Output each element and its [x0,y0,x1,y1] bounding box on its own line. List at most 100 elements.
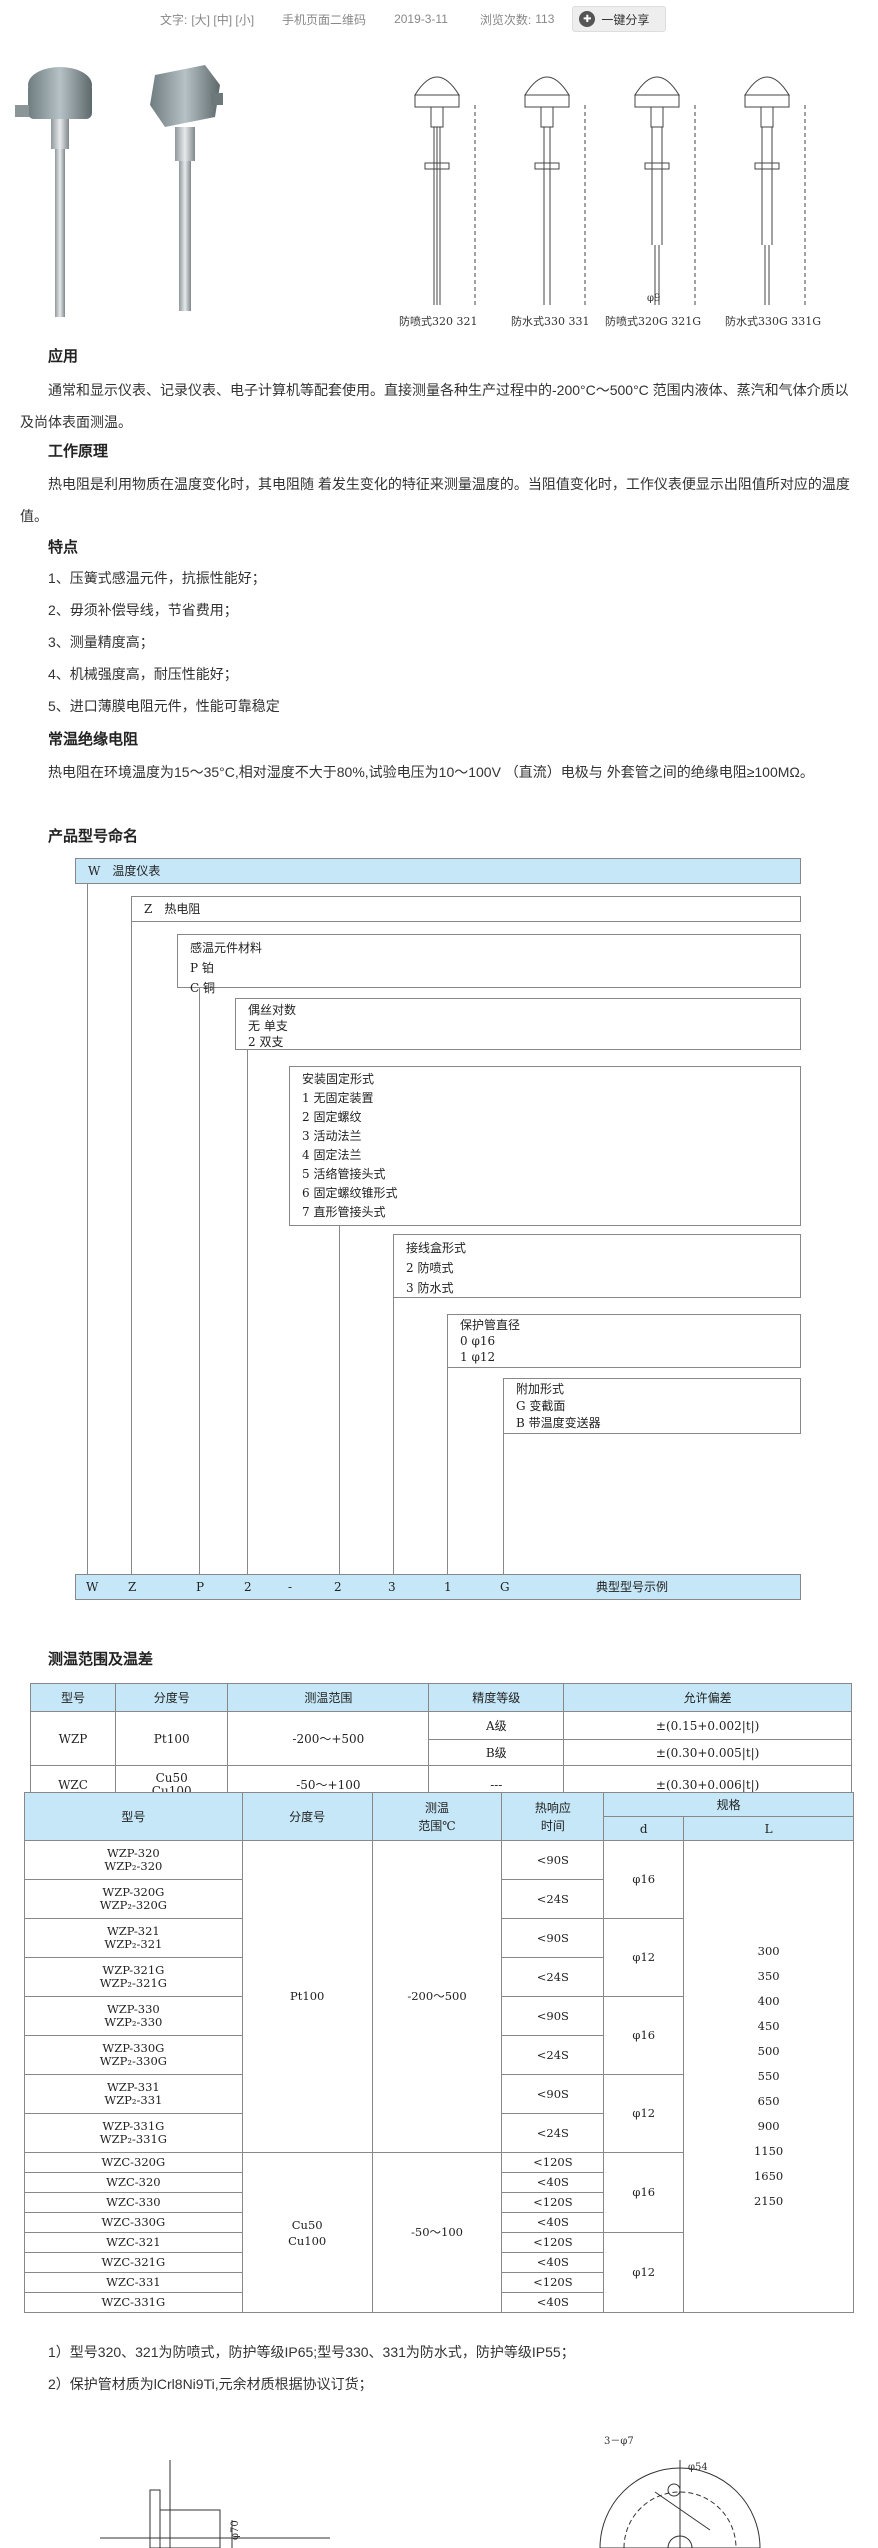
table-cell: <90S [501,1840,605,1880]
note-item: 1）型号320、321为防喷式，防护等级IP65;型号330、331为防水式，防… [48,2344,575,2360]
feature-item: 2、毋须补偿导线，节省费用； [48,602,238,618]
spec-table: 型号 分度号 测温 范围℃ 热响应 时间 规格 d L WZP-320 WZP₂… [24,1792,854,2313]
flange-dim-left: φ70 [230,2520,241,2540]
table-cell: <120S [501,2232,605,2253]
table-cell: φ16 [603,1996,685,2075]
table-cell: φ16 [603,1840,685,1919]
table-cell: WZP-321 WZP₂-321 [24,1918,243,1958]
table-cell: A级 [428,1711,565,1740]
table-cell: <90S [501,2074,605,2114]
table-cell: WZP-330G WZP₂-330G [24,2035,243,2075]
table-cell: WZC-330 [24,2192,243,2213]
flange-holes-label: 3－φ7 [604,2436,634,2447]
col-header: 允许偏差 [563,1683,852,1712]
views-label: 浏览次数: [479,12,532,27]
photo-splash-proof [15,67,92,317]
share-button[interactable]: ✚ 一键分享 [572,6,667,32]
caption-4: 防水式330G 331G [725,314,821,328]
publish-date: 2019-3-11 [394,12,448,26]
table-cell: WZC-331G [24,2292,243,2313]
table-cell: <120S [501,2272,605,2293]
table-cell: WZP [30,1711,116,1766]
caption-2: 防水式330 331 [511,314,590,328]
application-title: 应用 [48,348,79,365]
features-list: 1、压簧式感温元件，抗振性能好； 2、毋须补偿导线，节省费用； 3、测量精度高；… [48,562,878,722]
col-header: 测温 范围℃ [371,1792,503,1841]
mobile-qr-link[interactable]: 手机页面二维码 [282,12,367,27]
naming-box-w: W 温度仪表 [75,858,801,884]
table-cell: ±(0.30+0.005|t|) [563,1739,852,1766]
product-figure: φ9 防喷式320 321 防水式330 331 防喷式320G 321G 防水… [15,65,821,328]
font-small-link[interactable]: [小] [235,12,255,27]
table-cell: ±(0.15+0.002|t|) [563,1711,852,1740]
note-item: 2）保护管材质为lCrl8Ni9Ti,元余材质根据协议订货； [48,2376,373,2392]
table-cell: <24S [501,1957,605,1997]
table-cell: <24S [501,1879,605,1919]
table-cell: <24S [501,2113,605,2153]
table-cell: φ12 [603,2232,685,2313]
table-cell: WZP-320 WZP₂-320 [24,1840,243,1880]
table-cell: WZC-321G [24,2252,243,2273]
col-header: 型号 [24,1792,243,1841]
table-cell: WZC-320G [24,2152,243,2173]
naming-title: 产品型号命名 [48,828,139,845]
application-text: 通常和显示仪表、记录仪表、电子计算机等配套使用。直接测量各种生产过程中的-200… [20,382,849,430]
notes-list: 1）型号320、321为防喷式，防护等级IP65;型号330、331为防水式，防… [48,2336,575,2400]
table-cell: <120S [501,2192,605,2213]
share-icon: ✚ [579,11,596,27]
insulation-title: 常温绝缘电阻 [48,731,139,748]
table-cell: <90S [501,1918,605,1958]
table-cell: B级 [428,1739,565,1766]
table-cell: <24S [501,2035,605,2075]
table-cell: φ12 [603,1918,685,1997]
insulation-text: 热电阻在环境温度为15～35°C,相对湿度不大于80%,试验电压为10～100V… [48,764,814,780]
col-header: d [603,1816,685,1841]
principle-title: 工作原理 [48,443,109,460]
range-title: 测温范围及温差 [48,1651,154,1668]
dimension-label: φ9 [647,293,660,304]
caption-3: 防喷式320G 321G [605,314,701,328]
table-cell: WZP-330 WZP₂-330 [24,1996,243,2036]
feature-item: 3、测量精度高； [48,634,154,650]
col-header: L [683,1816,854,1841]
table-cell: WZC-321 [24,2232,243,2253]
table-cell: φ16 [603,2152,685,2233]
table-cell: <40S [501,2292,605,2313]
table-cell: <40S [501,2252,605,2273]
table-cell: <120S [501,2152,605,2173]
table-cell: WZP-321G WZP₂-321G [24,1957,243,1997]
table-cell: <40S [501,2172,605,2193]
table-cell: WZP-331G WZP₂-331G [24,2113,243,2153]
font-large-link[interactable]: [大] [191,12,211,27]
naming-box-z: Z 热电阻 [131,896,801,922]
feature-item: 5、进口薄膜电阻元件，性能可靠稳定 [48,698,280,714]
col-header: 热响应 时间 [501,1792,605,1841]
feature-item: 4、机械强度高，耐压性能好； [48,666,238,682]
table-cell: Cu50 Cu100 [241,2152,373,2313]
photo-waterproof [150,65,223,311]
table-cell: WZC-320 [24,2172,243,2193]
table-cell: Pt100 [114,1711,229,1766]
feature-item: 1、压簧式感温元件，抗振性能好； [48,570,266,586]
flange-drawings: φ70 3－φ7 φ54 [100,2436,761,2548]
table-cell: WZP-331 WZP₂-331 [24,2074,243,2114]
table-cell: <90S [501,1996,605,2036]
table-cell: WZC-331 [24,2272,243,2293]
table-cell: -200～+500 [227,1711,430,1766]
caption-1: 防喷式320 321 [399,314,478,328]
font-medium-link[interactable]: [中] [213,12,233,27]
naming-example-row: W Z P 2 - 2 3 1 G 典型型号示例 [75,1574,801,1600]
table-cell: WZC-330G [24,2212,243,2233]
share-label: 一键分享 [601,12,650,27]
features-title: 特点 [48,539,79,556]
font-size-label: 文字: [160,12,188,27]
table-cell: -200～500 [371,1840,503,2153]
table-cell: Pt100 [241,1840,373,2153]
col-header: 分度号 [241,1792,373,1841]
